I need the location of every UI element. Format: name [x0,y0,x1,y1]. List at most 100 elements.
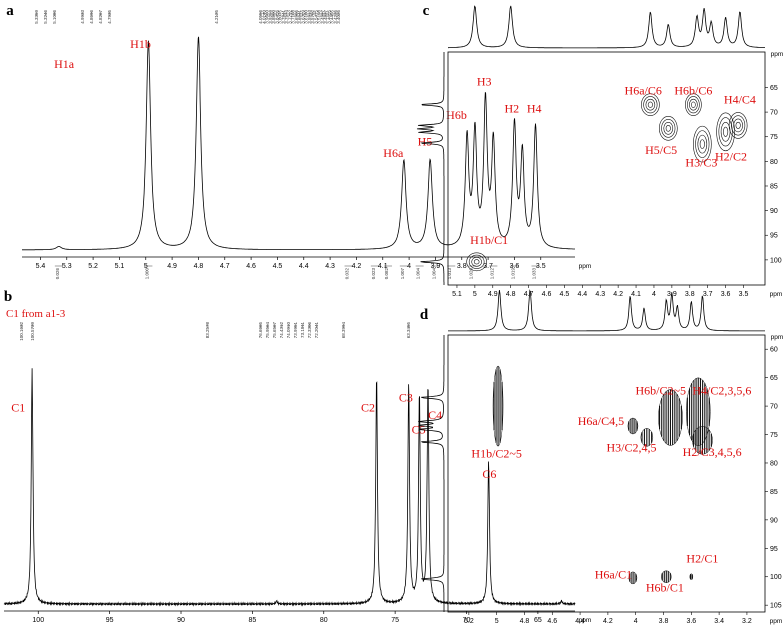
y-tick-label: 65 [770,375,778,382]
peak-label: C1 [11,400,25,414]
x-tick-label: 4.8 [520,618,530,625]
x-tick-label: 100 [32,617,44,624]
peak-list-value: 3.8075 [278,10,283,24]
panel-letter-b: b [4,289,12,305]
integral-value: 1.004 [431,268,436,280]
cross-peak-label: H5/C5 [645,143,677,157]
peak-list-value: 3.7292 [287,10,292,24]
x-tick-label: 5 [473,291,477,298]
x-tick-label: 4.5 [560,291,570,298]
x-tick-label: 4.8 [194,263,204,270]
cross-peak-contour [473,259,480,265]
cross-peak-label: H3/C3 [685,155,717,169]
peak-list-value: 73.1011 [300,322,305,338]
integral-value: 0.026 [55,268,60,280]
peak-list-value: 3.4025 [336,10,341,24]
peak-list-value: 74.4312 [279,322,284,339]
cross-peak-contour [661,570,672,583]
peak-label: C4 [428,408,442,422]
y-tick-label: 100 [770,257,782,264]
peak-list-value: 3.6180 [304,10,309,24]
x-axis-unit: ppm [579,263,592,270]
x-tick-label: 5.3 [62,263,72,270]
cross-peak-label: H1b/C1 [470,233,508,247]
integral-value: 1.019 [510,268,515,280]
cross-peak-contour [640,428,654,447]
peak-list-value: 3.4455 [330,10,335,24]
x-tick-label: 4.1 [631,291,641,298]
peak-label: C3 [399,390,413,404]
peak-list-value: 5.3246 [43,10,48,24]
x-tick-label: 4 [407,263,411,270]
peak-list-value: 72.2041 [314,322,319,339]
x-tick-label: 3.4 [714,618,724,625]
cross-peak-label: H1b/C2~5 [471,446,522,460]
y-tick-label: 105 [770,603,782,610]
peak-list-value: 3.6905 [294,10,299,24]
x-tick-label: 4.4 [299,263,309,270]
x-tick-label: 4.3 [325,263,335,270]
cross-peak-contour [689,573,694,580]
x-tick-label: 5 [144,263,148,270]
x-tick-label: 3.5 [739,291,749,298]
cross-peak-contour [687,96,700,114]
cross-peak-contour [723,126,729,137]
cross-peak-contour [735,121,741,129]
x-tick-label: 4.2 [603,618,613,625]
peak-list-value: 3.9660 [265,10,270,24]
x-tick-label: 3.9 [431,263,441,270]
cross-peak-contour [697,134,708,154]
x-tick-label: 3.7 [483,263,493,270]
cross-peak-label: H3/C2,4,5 [607,441,657,455]
cross-peak-contour [658,389,683,446]
y-tick-label: 95 [770,546,778,553]
spectrum-trace-a [22,36,575,251]
x-axis-unit: ppm [579,617,592,624]
x-tick-label: 4.5 [273,263,283,270]
y-tick-label: 85 [770,489,778,496]
cross-peak-label: H6b/C1 [646,581,684,595]
x-tick-label: 4.7 [220,263,230,270]
x-tick-label: 4.6 [547,618,557,625]
peak-list-value: 5.1086 [52,10,57,24]
cross-peak-label: H2/C3,4,5,6 [683,445,742,459]
x-tick-label: 3.8 [457,263,467,270]
x-tick-label: 4.4 [577,291,587,298]
cross-peak-contour [466,252,487,272]
x-tick-label: 3.6 [510,263,520,270]
y-tick-label: 85 [770,183,778,190]
integral-value: 0.032 [345,268,350,280]
x-tick-label: 4.1 [378,263,388,270]
peak-list-value: 63.3455 [406,322,411,339]
cross-peak-contour [645,98,656,111]
integral-value: 1.004 [416,268,421,280]
peak-list-value: 74.0910 [286,322,291,339]
x-tick-label: 4.2 [352,263,362,270]
y-tick-label: 80 [770,460,778,467]
projection-top [448,289,765,332]
panel-letter-d: d [420,307,429,323]
cross-peak-contour [468,254,485,269]
x-tick-label: 4.3 [595,291,605,298]
cross-peak-contour [627,417,639,435]
peak-list-value: 68.3994 [341,322,346,339]
contour-frame [447,51,766,286]
cross-peak-contour [492,365,504,447]
x-tick-label: 5.4 [36,263,46,270]
cross-peak-contour [661,119,676,138]
x-tick-label: 90 [177,617,185,624]
peak-list-value: 3.4837 [323,10,328,24]
x-tick-label: 4.9 [488,291,498,298]
x-tick-label: 3.6 [721,291,731,298]
x-axis-unit: ppm [770,618,783,625]
peak-list-value: 4.0140 [261,10,266,24]
peak-list-value: 3.7841 [281,10,286,24]
peak-list-value: 100.1632 [19,322,24,341]
cross-peak-label: H2/C2 [715,149,747,163]
peak-label: H2 [504,101,519,115]
projection-left [416,52,445,285]
peak-list-value: 3.4655 [326,10,331,24]
y-tick-label: 65 [770,85,778,92]
